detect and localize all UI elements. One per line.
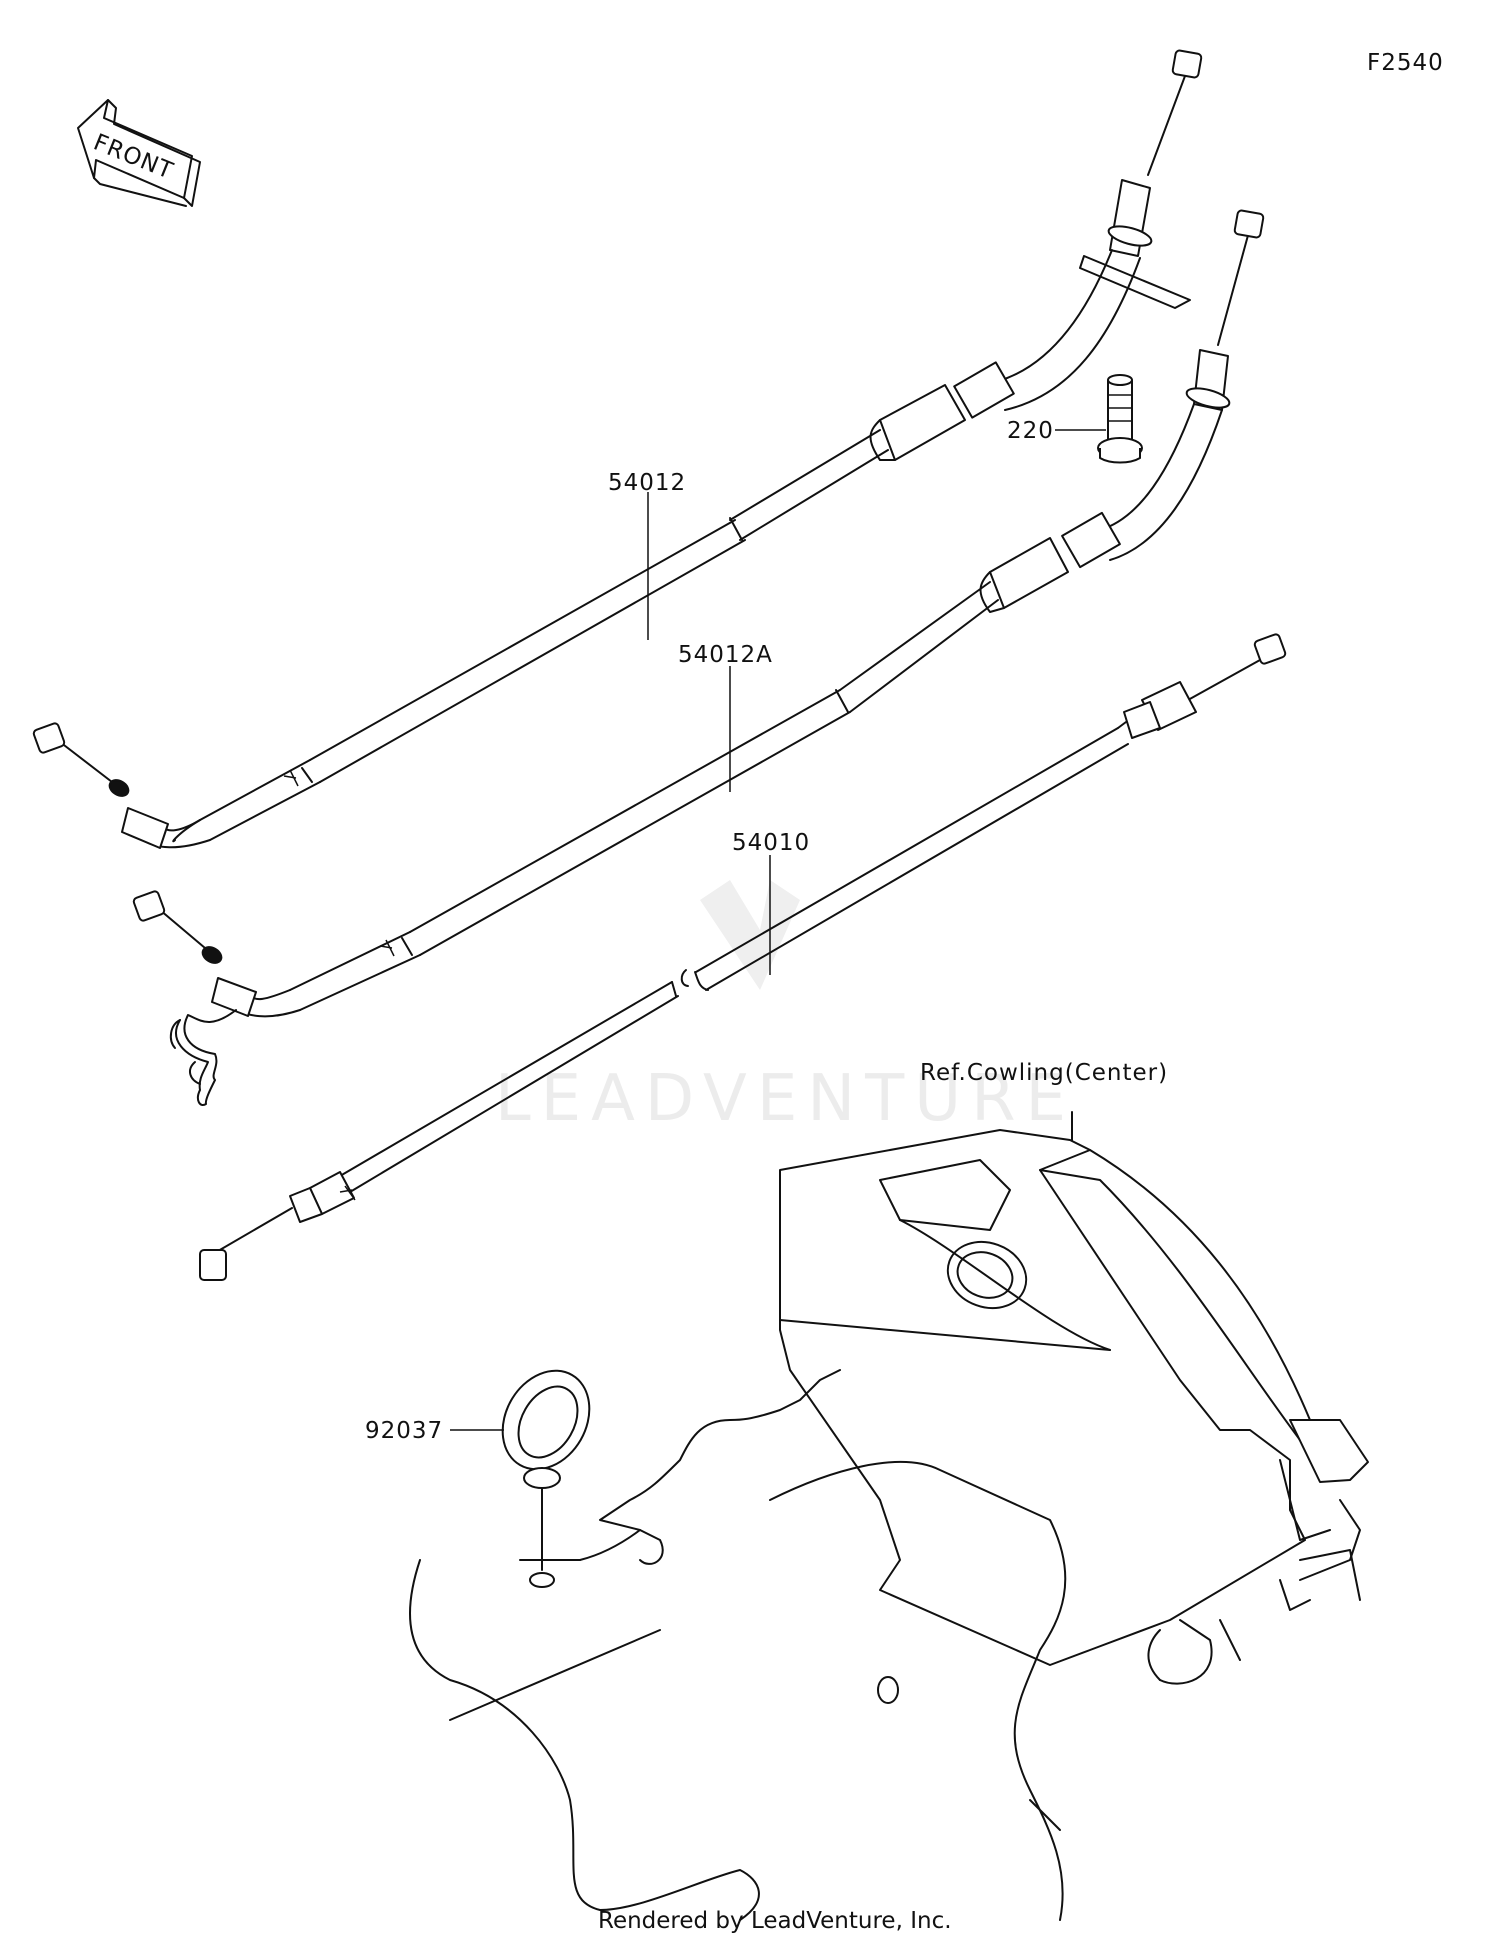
throttle-cable-54012A xyxy=(132,209,1265,1106)
choke-cable-54010 xyxy=(199,633,1287,1281)
label-54012A: 54012A xyxy=(678,642,773,668)
watermark-text: LEADVENTURE xyxy=(495,1062,1076,1136)
cowling-reference-label: Ref.Cowling(Center) xyxy=(920,1060,1168,1086)
label-92037: 92037 xyxy=(365,1418,443,1444)
watermark: LEADVENTURE xyxy=(495,880,1076,1136)
leader-lines xyxy=(450,429,1106,1431)
bolt-220 xyxy=(1097,374,1143,464)
footer-credit: Rendered by LeadVenture, Inc. xyxy=(598,1908,952,1934)
cowling-center-ref xyxy=(409,1111,1369,1921)
grommet-92037 xyxy=(501,1369,591,1588)
label-220: 220 xyxy=(1007,418,1054,444)
throttle-cable-54012 xyxy=(32,49,1203,849)
figure-code: F2540 xyxy=(1367,50,1444,76)
label-54012: 54012 xyxy=(608,470,686,496)
label-54010: 54010 xyxy=(732,830,810,856)
front-arrow-icon: FRONT xyxy=(77,99,201,207)
